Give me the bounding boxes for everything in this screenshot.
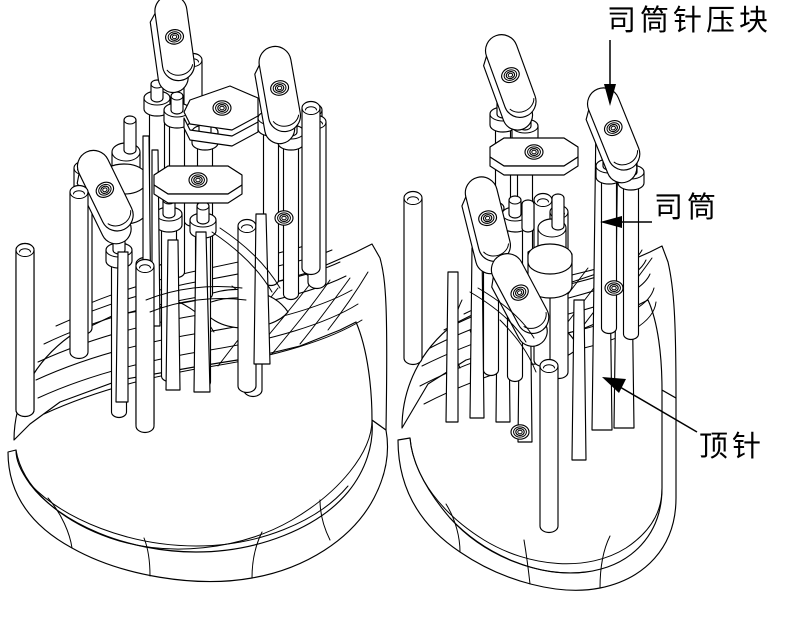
left-assembly	[7, 0, 389, 583]
right-interior-tubes	[469, 287, 537, 373]
right-assembly	[397, 29, 677, 591]
callout-label-clamp-block: 司筒针压块	[607, 5, 773, 37]
leader-sleeve	[600, 216, 652, 228]
left-clamp-plate-flat	[153, 165, 243, 204]
callout-label-sleeve: 司筒	[654, 192, 721, 224]
left-clamp-block-4	[183, 85, 259, 147]
leader-clamp-block	[604, 40, 616, 106]
callout-label-ejector-pin: 顶针	[699, 431, 766, 463]
left-interior-tubes	[145, 227, 281, 313]
leader-ejector-pin	[602, 377, 698, 433]
left-clamp-block-5	[274, 210, 294, 226]
right-clamp-block-top	[474, 29, 545, 135]
right-clamp-plate-flat	[489, 137, 579, 176]
right-pedestal	[521, 193, 573, 299]
left-ejector-pins-front	[15, 100, 321, 434]
